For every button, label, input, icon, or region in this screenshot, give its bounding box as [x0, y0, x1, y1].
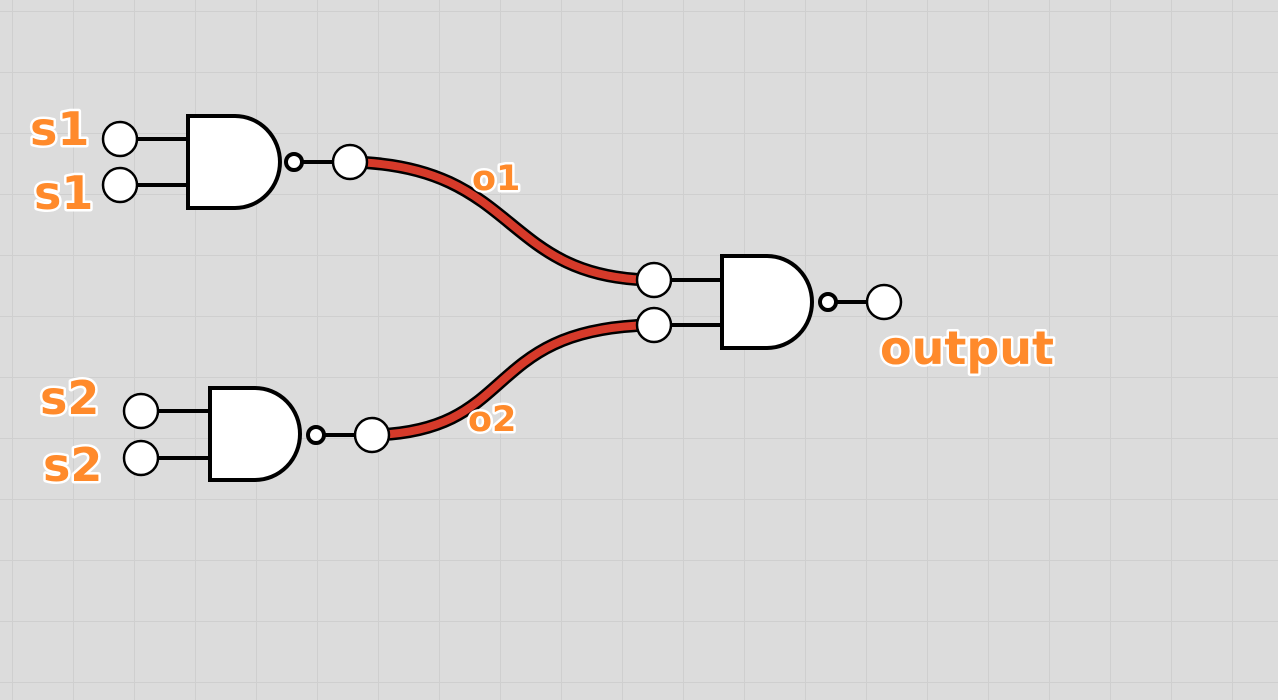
gate1-input-pin-a[interactable] — [101, 120, 139, 158]
gate1-body — [186, 114, 282, 210]
gate1-inverter-bubble — [284, 152, 304, 172]
nand-gate-2[interactable] — [122, 386, 391, 482]
label-s2-b: s2 — [43, 438, 102, 492]
gate3-input-pin-a[interactable] — [635, 261, 673, 299]
gate2-body — [208, 386, 302, 482]
gate3-input-pin-b[interactable] — [635, 306, 673, 344]
gate2-inverter-bubble — [306, 425, 326, 445]
nand-gate-3[interactable] — [635, 254, 903, 350]
label-s2-a: s2 — [40, 371, 99, 425]
wire-o1[interactable] — [343, 155, 659, 287]
label-output: output — [880, 321, 1054, 375]
label-s1-a: s1 — [30, 102, 89, 156]
gate2-input-pin-b[interactable] — [122, 439, 160, 477]
gate3-body — [720, 254, 814, 350]
label-o1: o1 — [472, 159, 520, 199]
gate1-output-pin[interactable] — [331, 143, 369, 181]
nand-gate-1[interactable] — [101, 114, 369, 210]
label-o2: o2 — [468, 400, 516, 440]
gate1-input-pin-b[interactable] — [101, 166, 139, 204]
gate3-output-pin[interactable] — [865, 283, 903, 321]
gate3-inverter-bubble — [818, 292, 838, 312]
gate2-output-pin[interactable] — [353, 416, 391, 454]
label-s1-b: s1 — [34, 166, 93, 220]
wire-o2[interactable] — [365, 318, 659, 442]
gate2-input-pin-a[interactable] — [122, 392, 160, 430]
